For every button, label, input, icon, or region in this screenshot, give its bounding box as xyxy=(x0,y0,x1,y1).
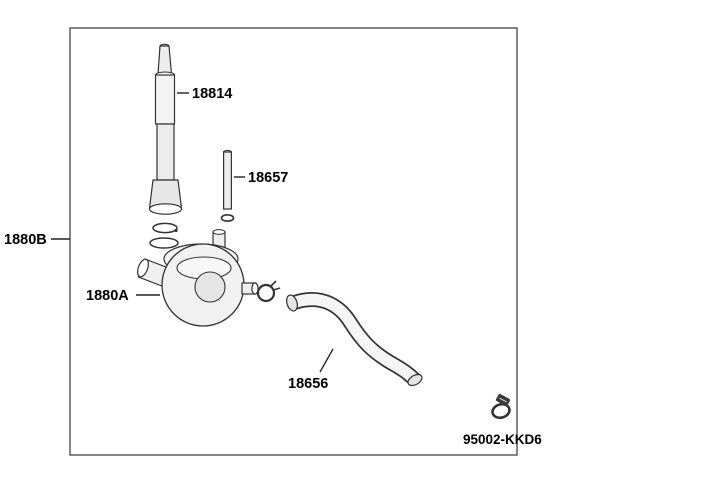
label-1880A: 1880A xyxy=(86,288,129,304)
label-18656: 18656 xyxy=(288,376,328,392)
diagram-frame xyxy=(69,27,518,456)
label-1880B: 1880B xyxy=(4,232,47,248)
leader-line-18656 xyxy=(319,348,334,373)
hose-clip xyxy=(256,280,281,303)
label-95002-KKD6: 95002-KKD6 xyxy=(463,432,542,447)
part-18814-tube xyxy=(148,43,183,215)
part-95002-clamp xyxy=(491,393,511,420)
part-18656-hose xyxy=(286,292,423,387)
part-18657-pipe xyxy=(220,149,235,223)
part-1880A-body xyxy=(137,229,259,327)
ring-clip-upper xyxy=(152,222,178,234)
label-18657: 18657 xyxy=(248,170,288,186)
ring-seal xyxy=(149,237,179,249)
label-18814: 18814 xyxy=(192,86,232,102)
